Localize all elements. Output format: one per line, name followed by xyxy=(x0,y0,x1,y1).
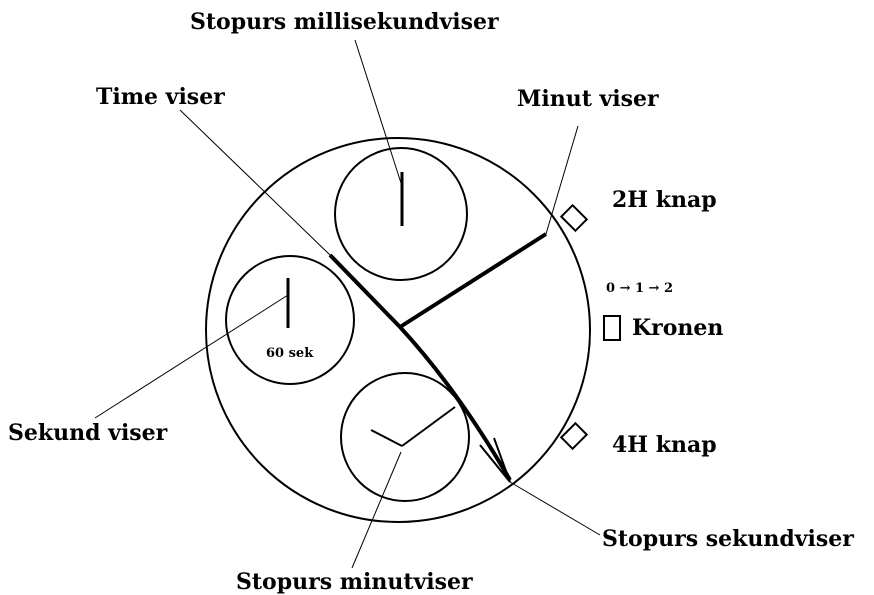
label-stopurs-minutviser: Stopurs minutviser xyxy=(236,569,473,595)
second-hand-arrowhead xyxy=(479,437,511,483)
subdial-millisecond xyxy=(334,147,468,281)
label-60-sek: 60 sek xyxy=(266,346,314,361)
label-minut-viser: Minut viser xyxy=(517,86,659,112)
button-2h xyxy=(559,203,589,233)
leader-stopurs-sekundviser xyxy=(509,481,601,536)
leader-sekund-viser xyxy=(94,294,289,419)
minute-hand xyxy=(398,232,548,329)
leader-time-viser xyxy=(179,109,331,256)
button-4h xyxy=(559,421,589,451)
label-sekund-viser: Sekund viser xyxy=(8,420,168,446)
label-time-viser: Time viser xyxy=(96,84,225,110)
stopwatch-minute-hand-b xyxy=(401,406,456,447)
hour-hand xyxy=(328,253,512,482)
label-4h-knap: 4H knap xyxy=(612,432,717,458)
leader-minut-viser xyxy=(545,125,579,235)
subdial-stopwatch-minutes xyxy=(340,372,470,502)
crown xyxy=(603,315,621,341)
stopwatch-minute-hand-a xyxy=(370,429,403,447)
leader-millisecond xyxy=(354,39,402,184)
label-2h-knap: 2H knap xyxy=(612,187,717,213)
label-crown-positions: 0 → 1 → 2 xyxy=(606,281,673,296)
label-stopurs-millisekundviser: Stopurs millisekundviser xyxy=(190,9,499,35)
leader-stopurs-minutviser xyxy=(351,451,402,569)
watch-case xyxy=(205,137,591,523)
label-kronen: Kronen xyxy=(632,315,723,341)
label-stopurs-sekundviser: Stopurs sekundviser xyxy=(602,526,854,552)
subdial-seconds xyxy=(225,255,355,385)
